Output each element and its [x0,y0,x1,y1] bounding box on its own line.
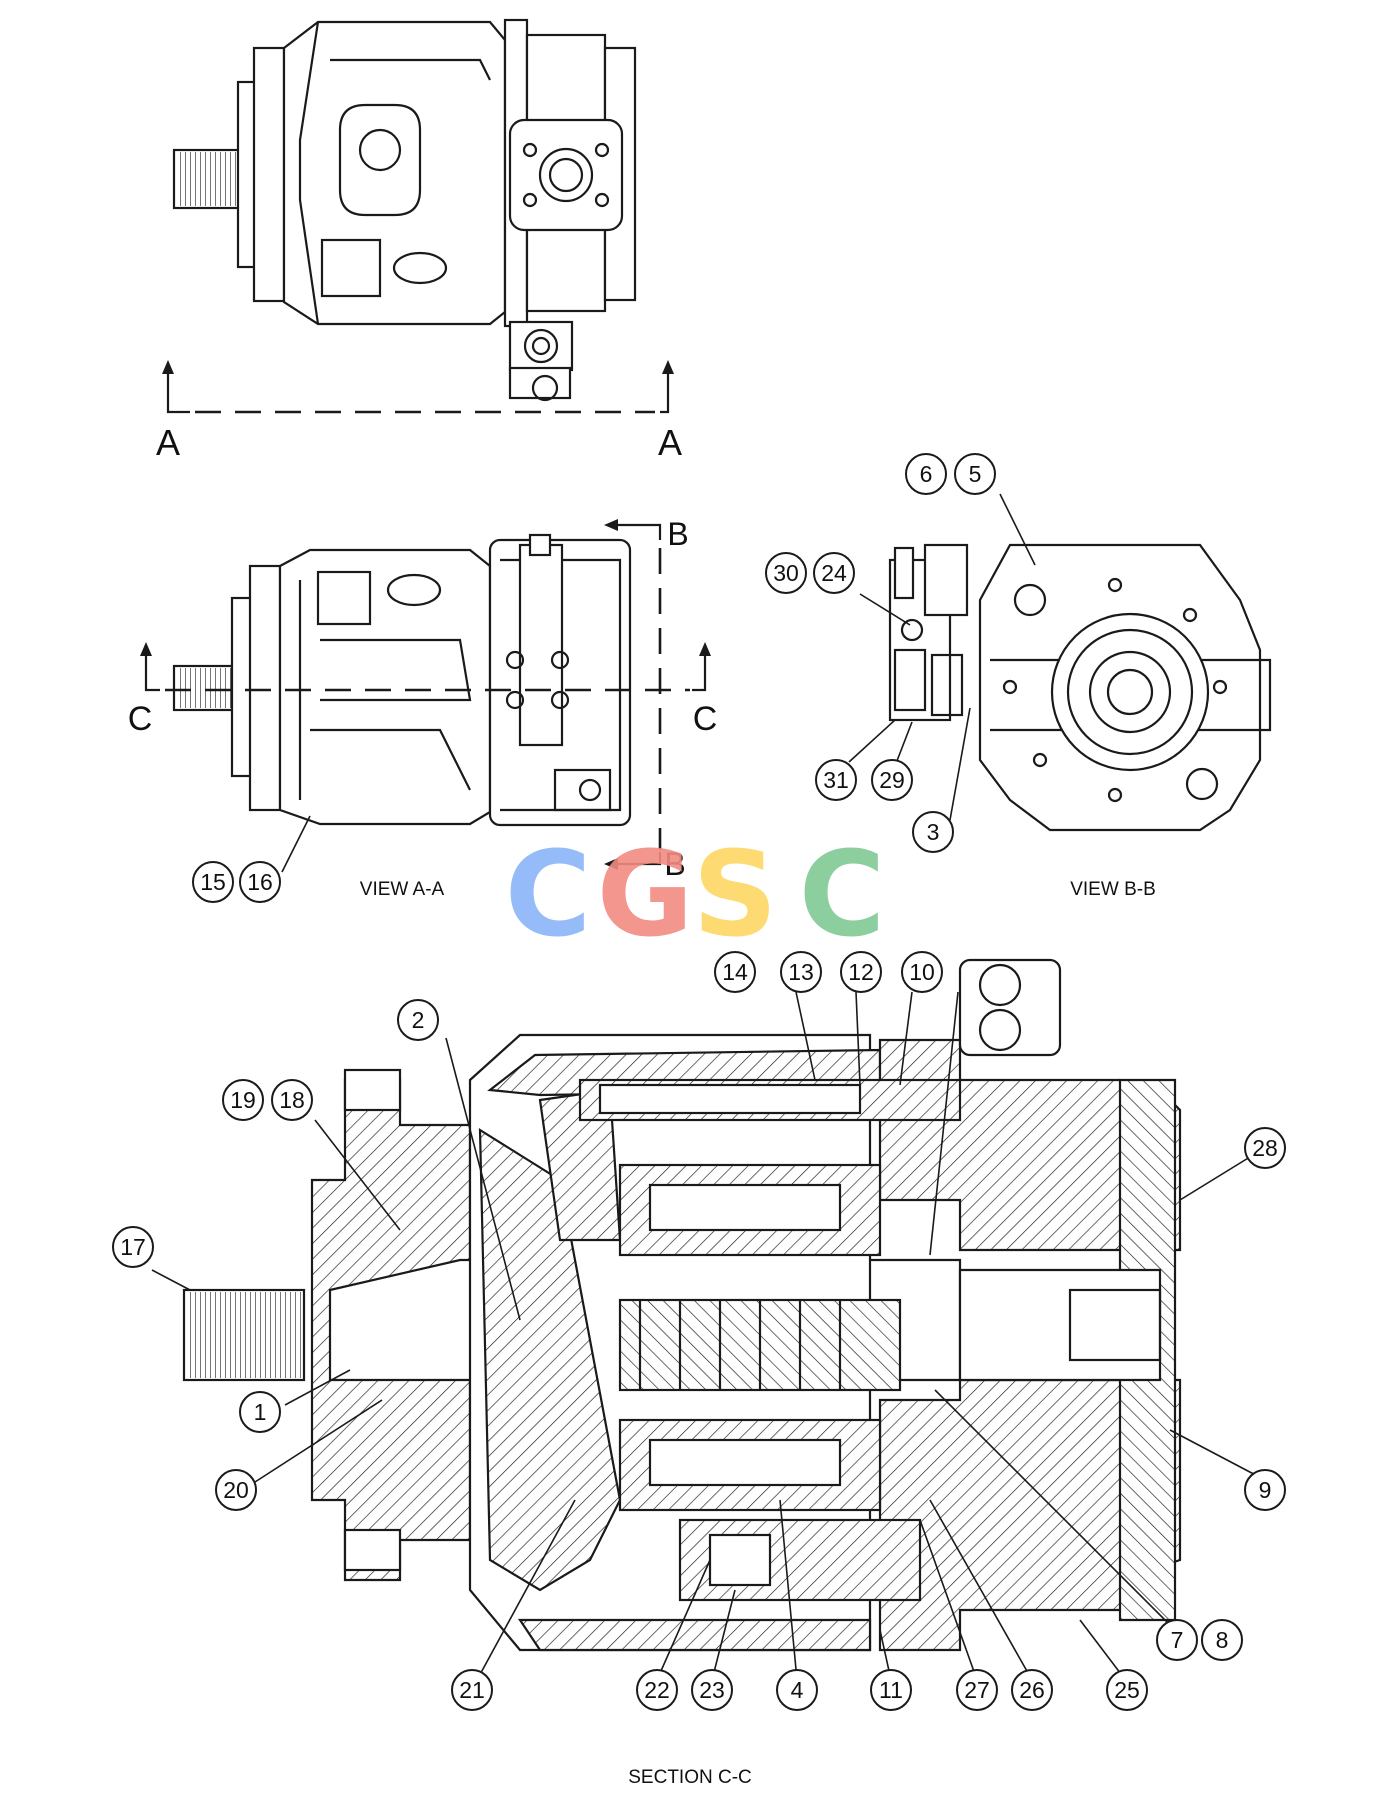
callout-1: 1 [239,1391,281,1433]
callout-14: 14 [714,951,756,993]
callout-26: 26 [1011,1669,1053,1711]
section-letter-a-right: A [658,422,682,463]
svg-text:19: 19 [230,1087,256,1113]
watermark-letter-c1: C [505,825,592,963]
section-letter-b-top: B [667,516,688,552]
caption-view-aa: VIEW A-A [360,879,445,900]
svg-text:13: 13 [788,959,814,985]
svg-text:2: 2 [412,1007,425,1033]
svg-text:15: 15 [200,869,226,895]
callout-25: 25 [1106,1669,1148,1711]
callout-8: 8 [1201,1619,1243,1661]
svg-text:21: 21 [459,1677,485,1703]
svg-text:23: 23 [699,1677,725,1703]
section-letter-b-bottom: B [664,846,685,882]
svg-text:14: 14 [722,959,748,985]
callout-5: 5 [954,453,996,495]
callout-21: 21 [451,1669,493,1711]
watermark-letter-g: G [597,825,694,963]
svg-text:10: 10 [909,959,935,985]
watermark-letter-s: S [693,825,778,963]
callout-18: 18 [271,1079,313,1121]
callout-27: 27 [956,1669,998,1711]
view-aa-drawing [172,533,632,827]
section-line-cc: C C [128,642,718,738]
svg-text:12: 12 [848,959,874,985]
svg-text:29: 29 [879,767,905,793]
callout-29: 29 [871,759,913,801]
callout-10: 10 [901,951,943,993]
callout-11: 11 [870,1669,912,1711]
svg-text:4: 4 [791,1677,804,1703]
callout-12: 12 [840,951,882,993]
callout-23: 23 [691,1669,733,1711]
callout-16: 16 [239,861,281,903]
svg-text:1: 1 [254,1399,267,1425]
svg-text:27: 27 [964,1677,990,1703]
watermark-letter-c2: C [799,825,886,963]
svg-text:9: 9 [1259,1477,1272,1503]
caption-section-cc: SECTION C-C [628,1767,752,1788]
callout-13: 13 [780,951,822,993]
svg-text:6: 6 [920,461,933,487]
callout-19: 19 [222,1079,264,1121]
svg-text:17: 17 [120,1234,146,1260]
callout-22: 22 [636,1669,678,1711]
svg-text:16: 16 [247,869,273,895]
section-letter-c-right: C [693,700,718,738]
leader-lines [151,493,1266,1683]
svg-text:31: 31 [823,767,849,793]
callout-31: 31 [815,759,857,801]
svg-text:26: 26 [1019,1677,1045,1703]
callout-4: 4 [776,1669,818,1711]
callout-20: 20 [215,1469,257,1511]
svg-text:22: 22 [644,1677,670,1703]
section-letter-a-left: A [156,422,180,463]
svg-text:8: 8 [1216,1627,1229,1653]
svg-text:28: 28 [1252,1135,1278,1161]
section-line-aa: A A [156,360,682,463]
callout-2: 2 [397,999,439,1041]
svg-text:24: 24 [821,560,847,586]
view-bb-drawing [888,543,1272,832]
top-view-drawing [172,18,637,402]
cgsc-watermark-logo: C G S C [505,825,886,963]
svg-text:25: 25 [1114,1677,1140,1703]
svg-text:18: 18 [279,1087,305,1113]
section-line-bb: B B [604,516,689,882]
callout-28: 28 [1244,1127,1286,1169]
svg-text:7: 7 [1171,1627,1184,1653]
callout-7: 7 [1156,1619,1198,1661]
section-letter-c-left: C [128,700,153,738]
svg-text:30: 30 [773,560,799,586]
callout-24: 24 [813,552,855,594]
svg-text:20: 20 [223,1477,249,1503]
svg-text:5: 5 [969,461,982,487]
callout-3: 3 [912,811,954,853]
section-cc-drawing [182,958,1182,1652]
caption-view-bb: VIEW B-B [1070,879,1156,900]
callout-30: 30 [765,552,807,594]
svg-text:11: 11 [879,1677,903,1703]
callout-9: 9 [1244,1469,1286,1511]
callout-17: 17 [112,1226,154,1268]
callout-6: 6 [905,453,947,495]
svg-text:3: 3 [927,819,940,845]
callout-15: 15 [192,861,234,903]
